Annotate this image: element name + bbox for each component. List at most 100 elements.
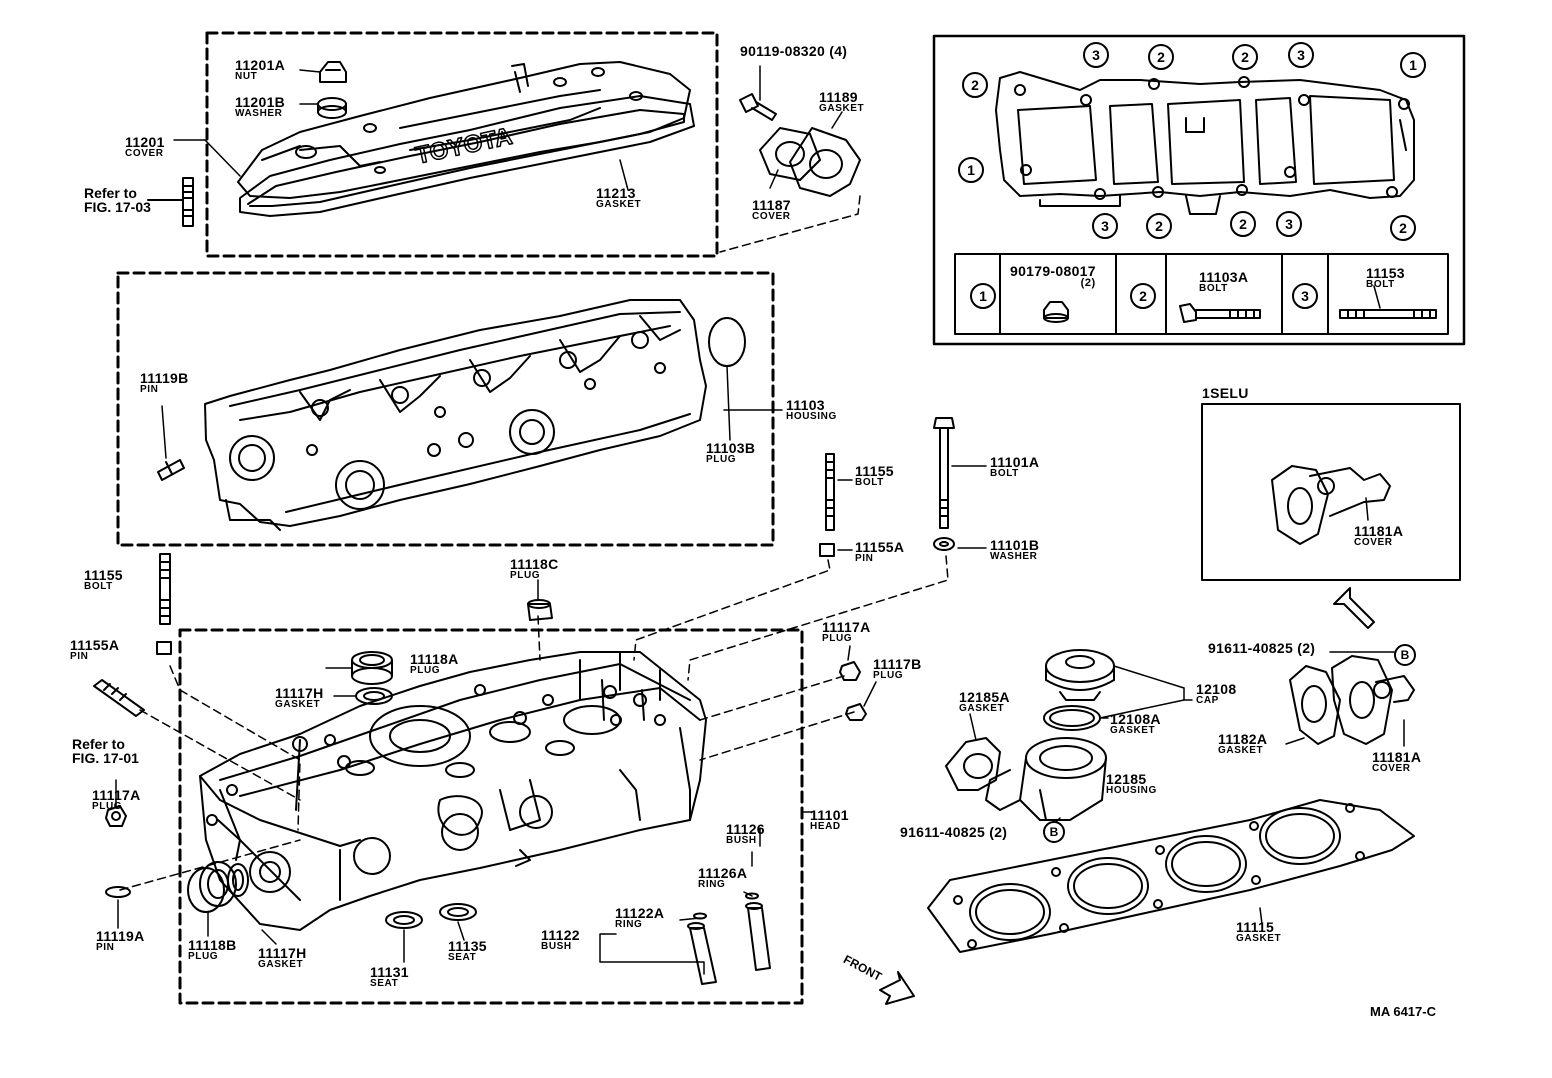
pin-11155A <box>819 543 853 557</box>
variant-box-1SELU <box>1201 403 1461 581</box>
pin-11119A <box>105 886 131 898</box>
bolt-90119 <box>739 93 777 121</box>
gasket-12185A <box>945 737 1001 791</box>
marker-2: 2 <box>1148 44 1174 70</box>
manifold-flange <box>995 71 1415 215</box>
marker-3: 3 <box>1083 42 1109 68</box>
pin-11119B <box>157 459 185 481</box>
plug-11103B <box>708 317 746 367</box>
head-gasket-11115 <box>927 799 1415 953</box>
marker-1: 1 <box>1400 52 1426 78</box>
plug-11118C <box>527 599 553 621</box>
view-arrow <box>1333 587 1375 629</box>
housing-12185 <box>985 737 1107 821</box>
nut-11201A <box>319 61 347 83</box>
bush-11122 <box>687 912 717 985</box>
legend-marker-3: 3 <box>1292 283 1318 309</box>
plug-11117A-left <box>105 805 127 827</box>
gasket-12108A <box>1043 705 1101 731</box>
cam-housing-11103 <box>204 299 707 531</box>
valve-cover: TOYOTA <box>237 61 691 199</box>
washer-11201B <box>317 97 347 119</box>
marker-2: 2 <box>1390 215 1416 241</box>
bolt-11155 <box>825 453 853 531</box>
manifold-detail-box <box>932 34 1466 346</box>
label-91611-bottom: 91611-40825 (2) <box>900 824 1008 840</box>
label-91611-top: 91611-40825 (2) <box>1208 640 1316 656</box>
cover-11187 <box>759 127 821 181</box>
plug-11118B <box>187 861 237 913</box>
legend-marker-2: 2 <box>1130 283 1156 309</box>
head-leaders <box>115 579 877 975</box>
gasket-11182A <box>1289 665 1341 745</box>
pin-11155A-left <box>156 641 172 655</box>
cylinder-head-11101 <box>199 651 707 931</box>
marker-3: 3 <box>1092 213 1118 239</box>
stud-ref-17-01 <box>93 679 145 717</box>
marker-2: 2 <box>1232 44 1258 70</box>
marker-1: 1 <box>958 157 984 183</box>
bolt-11101A <box>933 417 987 529</box>
front-arrow <box>879 971 915 1005</box>
legend-marker-1: 1 <box>970 283 996 309</box>
stud-bolt-ref-17-03 <box>147 177 194 227</box>
legend-hardware <box>1043 285 1437 323</box>
cover-dash-link <box>719 195 861 253</box>
marker-B-bottom: B <box>1043 821 1065 843</box>
cover-leaders-right <box>1285 719 1405 747</box>
plug-11118A <box>351 651 393 685</box>
marker-3: 3 <box>1288 42 1314 68</box>
washer-11101B <box>933 537 987 551</box>
dash-links <box>119 555 949 891</box>
plug-11117A-right <box>839 661 861 681</box>
diagram-code: MA 6417-C <box>1370 1004 1436 1019</box>
bolt-11155-left <box>159 553 171 625</box>
cover-11181A <box>1331 655 1415 745</box>
cover-leaders <box>173 65 843 191</box>
marker-2: 2 <box>1146 213 1172 239</box>
gasket-11117H-left <box>227 863 249 897</box>
plug-11117B <box>845 703 867 721</box>
plug-leader <box>726 365 731 441</box>
marker-2: 2 <box>962 72 988 98</box>
gasket-11189 <box>789 127 861 197</box>
